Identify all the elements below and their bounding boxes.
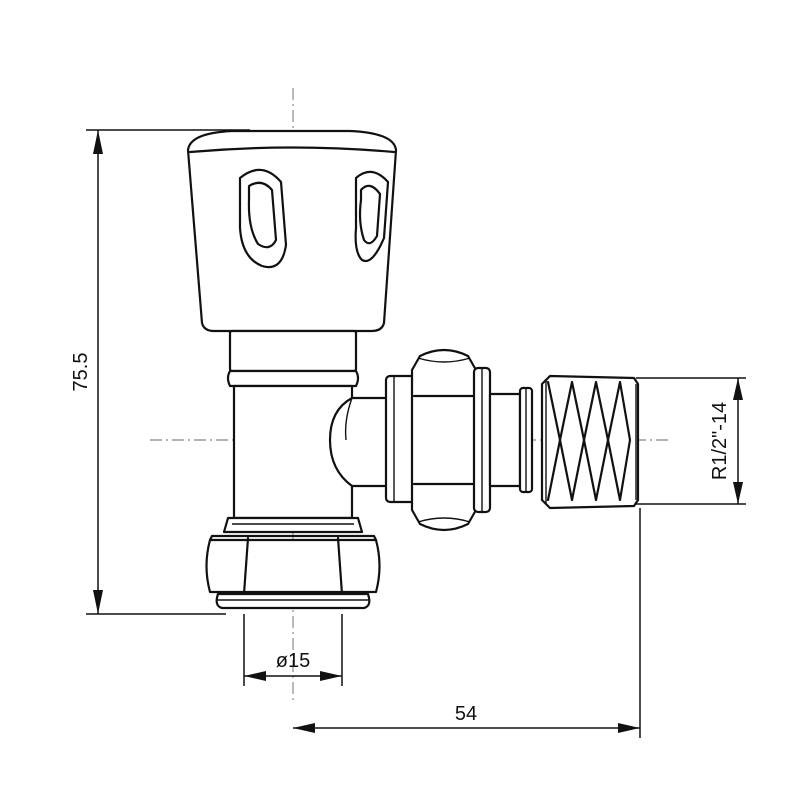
union-hex-nut: [410, 348, 478, 532]
diameter-arrow-right: [320, 671, 342, 681]
offset-dimension: 54: [293, 703, 640, 733]
thread-dimension: R1/2"-14: [709, 378, 743, 504]
diameter-arrow-left: [244, 671, 266, 681]
pipe-diameter-label: ø15: [276, 650, 310, 672]
threaded-connector: [540, 374, 640, 510]
bottom-hex-nut: [205, 534, 381, 610]
offset-arrow-right: [618, 723, 640, 733]
valve-cap: [186, 129, 398, 333]
extension-lines: [86, 129, 746, 738]
height-dimension: 75.5: [70, 130, 103, 614]
pipe-diameter-dimension: ø15: [244, 650, 342, 681]
offset-arrow-left: [293, 723, 315, 733]
thread-arrow-bottom: [733, 482, 743, 504]
thread-dimension-label: R1/2"-14: [709, 402, 731, 480]
height-arrow-bottom: [93, 590, 103, 614]
tail-collar: [472, 366, 534, 514]
offset-dimension-label: 54: [455, 703, 477, 725]
thread-arrow-top: [733, 378, 743, 400]
height-dimension-label: 75.5: [70, 353, 92, 392]
height-arrow-top: [93, 130, 103, 154]
